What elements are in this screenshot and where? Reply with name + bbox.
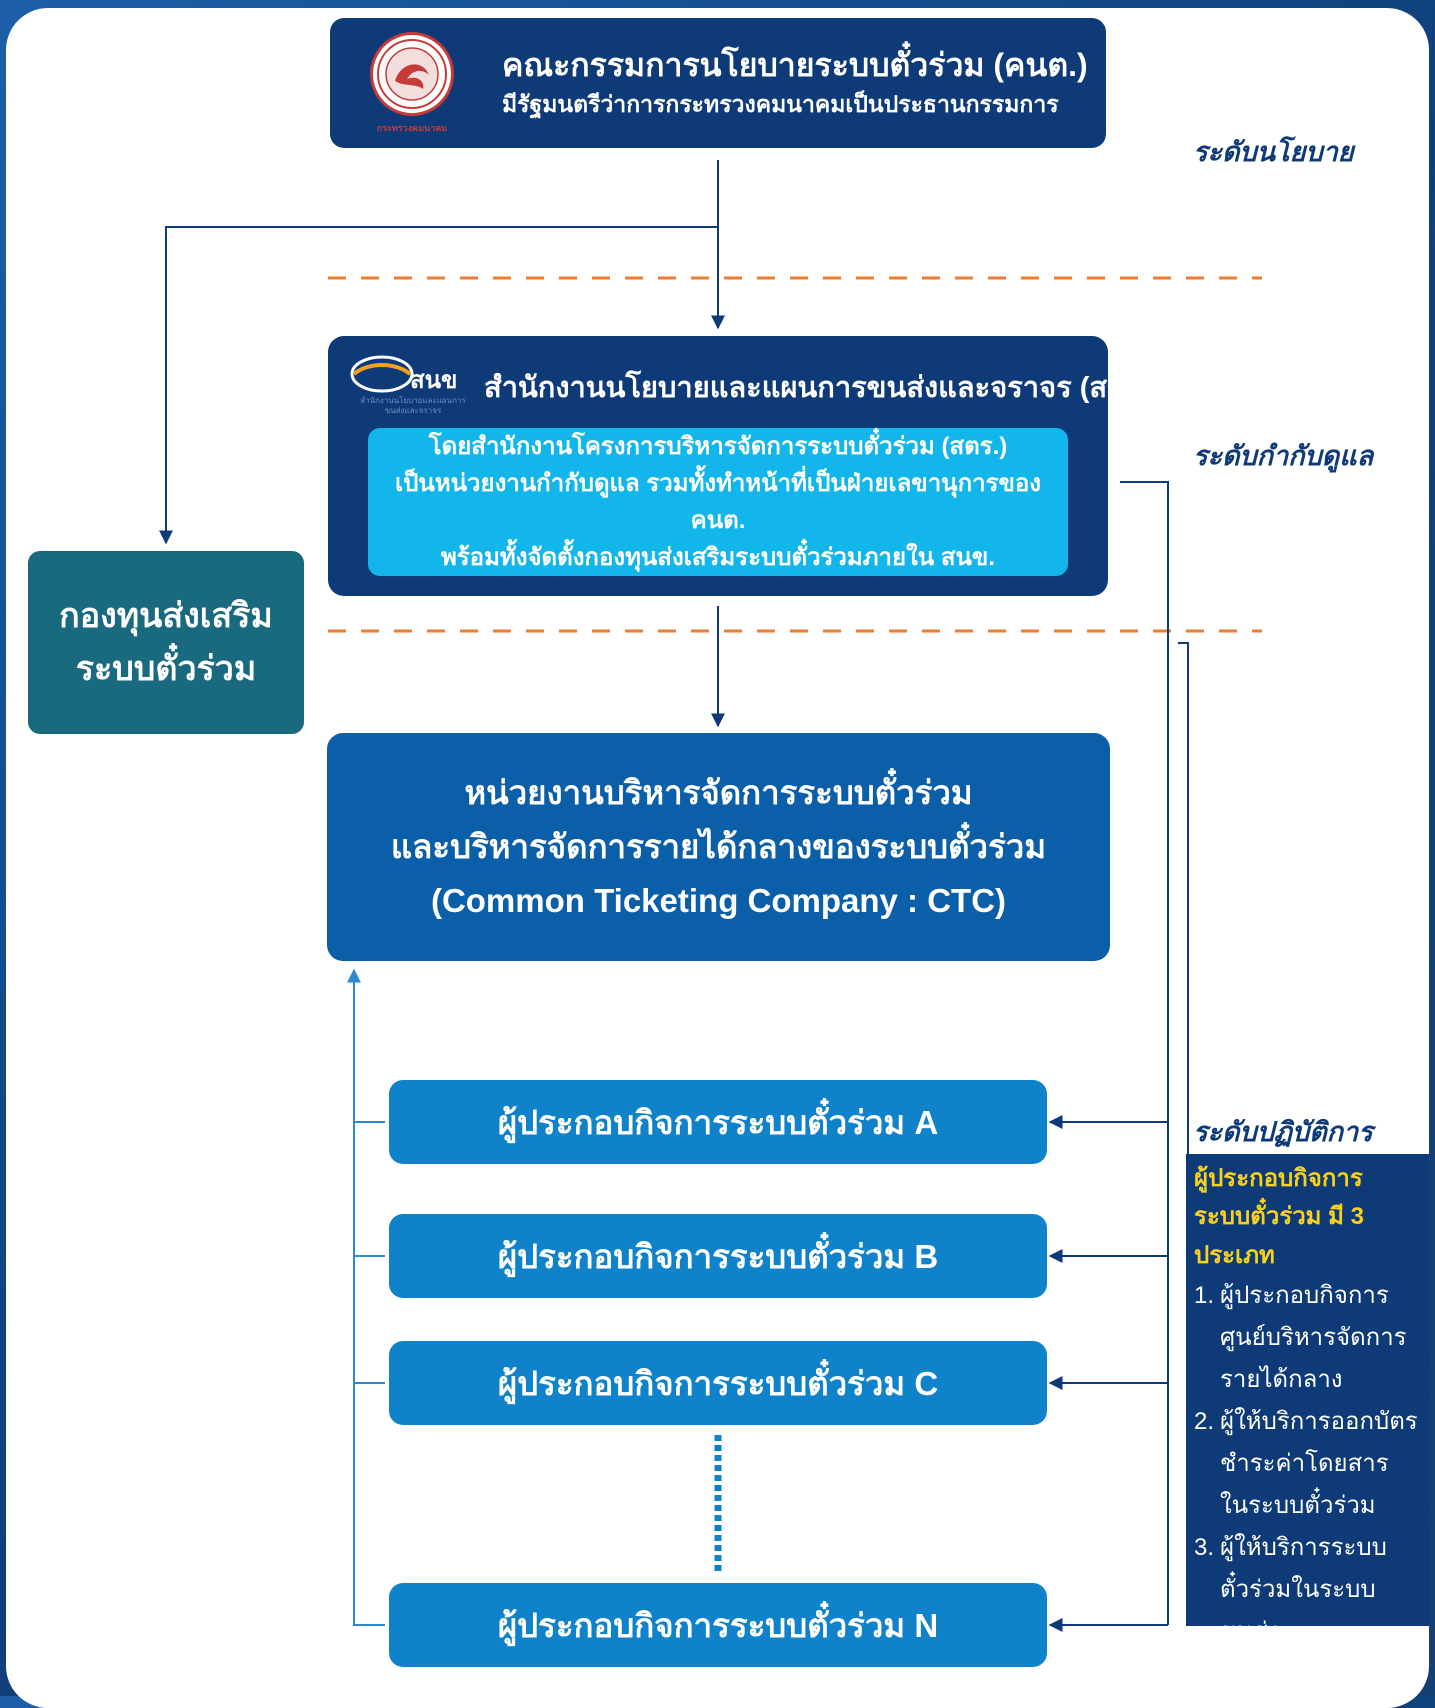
item-line: ผู้ให้บริการระบบ [1220, 1534, 1387, 1562]
operator-type-item: 3. ผู้ให้บริการระบบ ตั๋วร่วมในระบบขนส่ง … [1194, 1527, 1421, 1695]
ctc-box: หน่วยงานบริหารจัดการระบบตั๋วร่วม และบริห… [327, 733, 1110, 961]
item-line: สาธารณะ [1220, 1660, 1325, 1688]
ctc-line-2: และบริหารจัดการรายได้กลางของระบบตั๋วร่วม [390, 828, 1047, 866]
operator-a-box: ผู้ประกอบกิจการระบบตั๋วร่วม A [389, 1080, 1047, 1164]
operator-n-box: ผู้ประกอบกิจการระบบตั๋วร่วม N [389, 1583, 1047, 1667]
policy-subtitle: มีรัฐมนตรีว่าการกระทรวงคมนาคมเป็นประธานก… [502, 90, 1059, 117]
item-line: ชำระค่าโดยสาร [1220, 1450, 1389, 1478]
level-policy-label: ระดับนโยบาย [1193, 137, 1354, 167]
operator-types-list: 1. ผู้ประกอบกิจการ ศูนย์บริหารจัดการ ราย… [1194, 1275, 1421, 1695]
ctc-line-3: (Common Ticketing Company : CTC) [430, 881, 1007, 919]
item-line: ศูนย์บริหารจัดการ [1220, 1324, 1407, 1352]
policy-title: คณะกรรมการนโยบายระบบตั๋วร่วม (คนต.) [502, 46, 1088, 83]
otp-line-1: โดยสำนักงานโครงการบริหารจัดการระบบตั๋วร่… [428, 432, 1008, 460]
policy-to-fund-arrow [159, 226, 718, 545]
operator-types-box: ผู้ประกอบกิจการ ระบบตั๋วร่วม มี 3 ประเภท… [1186, 1154, 1429, 1687]
otp-logo-text: สนข [410, 367, 457, 394]
level-supervision-label: ระดับกำกับดูแล [1193, 441, 1374, 471]
item-number: 1. [1194, 1282, 1215, 1310]
item-number: 2. [1194, 1408, 1215, 1436]
ctc-line-1: หน่วยงานบริหารจัดการระบบตั๋วร่วม [464, 774, 973, 812]
item-line: ผู้ให้บริการออกบัตร [1220, 1408, 1418, 1436]
fund-line-1: กองทุนส่งเสริม [59, 596, 273, 635]
otp-line-2: เป็นหน่วยงานกำกับดูแล รวมทั้งทำหน้าที่เป… [394, 469, 1042, 534]
heading-line-2: ระบบตั๋วร่วม มี 3 ประเภท [1194, 1203, 1365, 1269]
strategic-office-box: โดยสำนักงานโครงการบริหารจัดการระบบตั๋วร่… [368, 428, 1068, 576]
supervision-line [1120, 481, 1169, 1625]
operator-b-box: ผู้ประกอบกิจการระบบตั๋วร่วม B [389, 1214, 1047, 1298]
otp-title: สำนักงานนโยบายและแผนการขนส่งและจราจร (สน… [484, 372, 1165, 404]
otp-box: สนข สำนักงานนโยบายและแผนการขนส่งและจราจร… [328, 336, 1164, 596]
operator-c-box: ผู้ประกอบกิจการระบบตั๋วร่วม C [389, 1341, 1047, 1425]
otp-logo-caption: สำนักงานนโยบายและแผนการขนส่งและจราจร [360, 396, 466, 415]
fund-line-2: ระบบตั๋วร่วม [75, 649, 257, 688]
item-line: ในระบบตั๋วร่วม [1220, 1492, 1376, 1520]
item-line: ผู้ประกอบกิจการ [1220, 1282, 1389, 1310]
otp-logo-icon: สนข [348, 348, 468, 408]
item-line: ตั๋วร่วมในระบบขนส่ง [1220, 1576, 1376, 1646]
item-number: 3. [1194, 1534, 1215, 1562]
policy-committee-box: คณะกรรมการนโยบายระบบตั๋วร่วม (คนต.) มีรั… [330, 18, 1106, 148]
ministry-seal-icon [370, 32, 454, 116]
level-operation-label: ระดับปฏิบัติการ [1193, 1117, 1373, 1147]
operators-to-ctc-line [347, 968, 385, 1626]
promotion-fund-box: กองทุนส่งเสริม ระบบตั๋วร่วม [28, 551, 304, 734]
operator-type-item: 1. ผู้ประกอบกิจการ ศูนย์บริหารจัดการ ราย… [1194, 1275, 1421, 1401]
seal-caption: กระทรวงคมนาคม [376, 123, 448, 133]
operator-types-heading: ผู้ประกอบกิจการ ระบบตั๋วร่วม มี 3 ประเภท [1194, 1160, 1421, 1275]
operator-type-item: 2. ผู้ให้บริการออกบัตร ชำระค่าโดยสาร ในร… [1194, 1401, 1421, 1527]
otp-line-3: พร้อมทั้งจัดตั้งกองทุนส่งเสริมระบบตั๋วร่… [440, 544, 996, 572]
heading-line-1: ผู้ประกอบกิจการ [1194, 1165, 1363, 1192]
item-line: รายได้กลาง [1220, 1366, 1343, 1394]
